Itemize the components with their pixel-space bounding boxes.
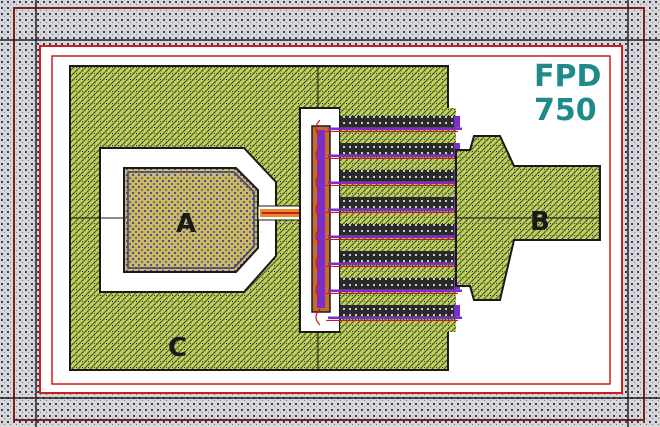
gate-bend <box>315 119 321 137</box>
drain-finger <box>340 170 456 182</box>
finger-tip <box>454 305 460 317</box>
border-top <box>0 0 660 46</box>
gate-bend <box>315 227 321 245</box>
pad-a <box>123 167 259 273</box>
device-size: 750 <box>534 93 597 128</box>
gate-bus <box>317 130 325 308</box>
drain-finger <box>340 224 456 236</box>
drain-finger <box>340 278 456 290</box>
device-name: FPD <box>534 59 601 94</box>
drain-finger <box>340 251 456 263</box>
gate-bend <box>315 254 321 272</box>
label-a: A <box>176 209 196 239</box>
border-left <box>0 0 40 427</box>
pad-a-inner-edge <box>127 171 255 269</box>
die-frame <box>39 45 623 394</box>
outer-frame <box>13 7 645 421</box>
seal-ring <box>51 55 611 385</box>
gate-fingers <box>315 116 462 326</box>
finger-region <box>340 108 456 332</box>
gate-bend <box>315 308 321 326</box>
drain-finger <box>340 305 456 317</box>
gate-bend <box>315 146 321 164</box>
gate-bend <box>315 200 321 218</box>
label-b: B <box>530 207 550 237</box>
gate-bend <box>315 281 321 299</box>
drain-finger <box>340 143 456 155</box>
gate-bend <box>315 173 321 191</box>
drain-finger <box>340 197 456 209</box>
drain-finger <box>340 116 456 128</box>
finger-tip <box>454 116 460 128</box>
finger-tip <box>454 143 460 155</box>
label-c: C <box>168 333 187 363</box>
